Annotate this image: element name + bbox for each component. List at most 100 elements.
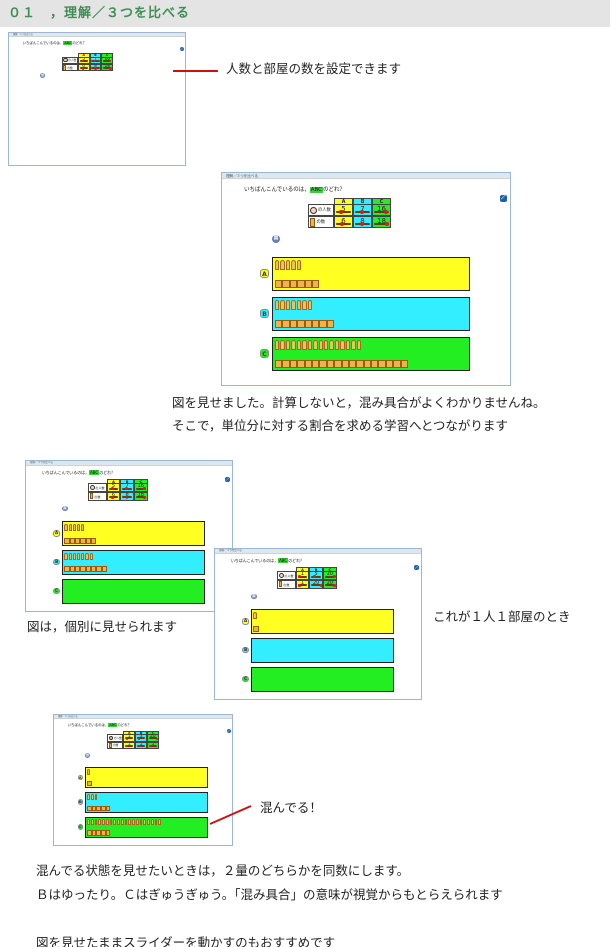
slider-cell-people-a[interactable]: 1 bbox=[295, 571, 310, 580]
bar-label-c[interactable]: C bbox=[77, 824, 84, 830]
bar-b[interactable] bbox=[62, 550, 205, 575]
column-header-a: A bbox=[123, 730, 136, 734]
bar-a[interactable] bbox=[62, 521, 205, 546]
figure-button[interactable]: 図 bbox=[272, 235, 280, 243]
bar-c[interactable] bbox=[251, 667, 394, 692]
person-icon bbox=[113, 818, 117, 825]
slider-knob[interactable] bbox=[111, 495, 114, 499]
bar-label-c[interactable]: C bbox=[242, 675, 249, 683]
edit-icon[interactable]: ／ bbox=[225, 476, 231, 482]
slider-knob[interactable] bbox=[339, 210, 344, 214]
figure-button[interactable]: 図 bbox=[85, 753, 90, 759]
slider-cell-people-c[interactable]: 16 bbox=[372, 204, 391, 216]
slider-cell-rooms-b[interactable]: 8 bbox=[120, 491, 134, 501]
slider-knob[interactable] bbox=[297, 575, 301, 579]
slider-knob[interactable] bbox=[155, 737, 158, 741]
slider-knob[interactable] bbox=[333, 575, 336, 579]
slider-knob[interactable] bbox=[81, 59, 84, 63]
slider-knob[interactable] bbox=[359, 210, 364, 214]
slider-cell-people-b[interactable]: 7 bbox=[89, 56, 102, 64]
slider-cell-rooms-b[interactable]: 8 bbox=[89, 63, 102, 72]
slider-knob[interactable] bbox=[125, 745, 129, 748]
figure-button[interactable]: 図 bbox=[251, 593, 257, 600]
bar-b[interactable] bbox=[85, 791, 208, 813]
bar-label-a[interactable]: A bbox=[242, 618, 249, 625]
bar-label-b[interactable]: B bbox=[77, 799, 84, 805]
slider-knob[interactable] bbox=[81, 67, 85, 70]
edit-icon[interactable]: ／ bbox=[414, 564, 420, 570]
slider-cell-rooms-a[interactable]: 6 bbox=[77, 63, 90, 72]
bar-label-c[interactable]: C bbox=[53, 587, 60, 595]
slider-knob[interactable] bbox=[319, 583, 322, 587]
bar-label-a[interactable]: A bbox=[53, 530, 60, 537]
figure-button[interactable]: 図 bbox=[62, 505, 68, 512]
slider-knob[interactable] bbox=[108, 59, 112, 63]
slider-cell-people-c[interactable]: 20 bbox=[322, 571, 337, 580]
bar-a[interactable] bbox=[85, 767, 208, 789]
slider-cell-rooms-a[interactable]: 6 bbox=[334, 216, 353, 228]
bar-c[interactable] bbox=[85, 816, 208, 838]
slider-knob[interactable] bbox=[150, 745, 153, 748]
slider-knob[interactable] bbox=[360, 222, 365, 226]
slider-cell-people-a[interactable]: 5 bbox=[334, 204, 353, 216]
slider-cell-rooms-a[interactable]: 6 bbox=[106, 491, 121, 501]
slider-cell-rooms-c[interactable]: 5 bbox=[146, 741, 159, 750]
slider-knob[interactable] bbox=[138, 745, 142, 748]
slider-cell-rooms-b[interactable]: 8 bbox=[353, 216, 372, 228]
bar-b[interactable] bbox=[272, 297, 470, 331]
bar-a[interactable] bbox=[251, 609, 394, 634]
bar-a[interactable] bbox=[272, 257, 470, 291]
bar-label-b[interactable]: B bbox=[53, 558, 60, 566]
slider-cell-people-a[interactable]: 5 bbox=[77, 56, 90, 64]
slider-knob[interactable] bbox=[297, 583, 301, 587]
slider-cell-people-b[interactable]: 7 bbox=[120, 483, 134, 492]
slider-knob[interactable] bbox=[384, 210, 389, 214]
slider-knob[interactable] bbox=[109, 67, 112, 70]
slider-cell-people-b[interactable]: 3 bbox=[135, 734, 147, 742]
slider-knob[interactable] bbox=[125, 495, 129, 499]
bar-label-a[interactable]: A bbox=[77, 774, 84, 781]
edit-icon[interactable]: ／ bbox=[226, 728, 231, 733]
slider-knob[interactable] bbox=[93, 59, 97, 63]
slider-knob[interactable] bbox=[125, 487, 129, 491]
room-blocks-b bbox=[275, 319, 335, 328]
slider-cell-people-a[interactable]: 1 bbox=[123, 734, 136, 742]
figure-button[interactable]: 図 bbox=[40, 72, 45, 78]
slider-knob[interactable] bbox=[143, 495, 147, 499]
bar-label-a[interactable]: A bbox=[260, 269, 269, 278]
slider-track bbox=[374, 223, 389, 225]
slider-cell-rooms-b[interactable]: 20 bbox=[309, 579, 323, 589]
bar-label-b[interactable]: B bbox=[260, 309, 269, 318]
slider-cell-people-c[interactable]: 16 bbox=[101, 56, 114, 64]
room-block bbox=[282, 359, 290, 368]
slider-cell-people-c[interactable]: 16 bbox=[133, 483, 148, 492]
slider-cell-rooms-a[interactable]: 1 bbox=[295, 579, 310, 589]
bar-c[interactable] bbox=[62, 579, 205, 604]
slider-cell-rooms-c[interactable]: 18 bbox=[101, 63, 114, 72]
slider-knob[interactable] bbox=[110, 487, 114, 491]
slider-knob[interactable] bbox=[138, 737, 141, 741]
slider-cell-people-b[interactable]: 7 bbox=[353, 204, 372, 216]
slider-knob[interactable] bbox=[142, 487, 146, 491]
bar-label-c[interactable]: C bbox=[260, 349, 269, 358]
bar-label-b[interactable]: B bbox=[242, 646, 249, 654]
slider-cell-rooms-b[interactable]: 5 bbox=[135, 741, 147, 750]
slider-cell-people-a[interactable]: 5 bbox=[106, 483, 121, 492]
slider-knob[interactable] bbox=[94, 67, 97, 70]
bar-b[interactable] bbox=[251, 638, 394, 663]
slider-cell-rooms-c[interactable]: 20 bbox=[322, 579, 337, 589]
slider-knob[interactable] bbox=[340, 222, 345, 226]
slider-value: 18 bbox=[377, 217, 386, 225]
slider-knob[interactable] bbox=[385, 222, 390, 226]
slider-knob[interactable] bbox=[313, 575, 317, 579]
slider-cell-people-b[interactable]: 5 bbox=[309, 571, 323, 580]
slider-cell-rooms-c[interactable]: 18 bbox=[372, 216, 391, 228]
slider-knob[interactable] bbox=[333, 583, 336, 587]
bar-c[interactable] bbox=[272, 337, 470, 371]
edit-icon[interactable]: ／ bbox=[500, 195, 507, 202]
slider-knob[interactable] bbox=[125, 737, 129, 741]
slider-cell-people-c[interactable]: 20 bbox=[146, 734, 159, 742]
slider-cell-rooms-a[interactable]: 1 bbox=[123, 741, 136, 750]
slider-cell-rooms-c[interactable]: 18 bbox=[133, 491, 148, 501]
edit-icon[interactable]: ／ bbox=[179, 46, 184, 51]
